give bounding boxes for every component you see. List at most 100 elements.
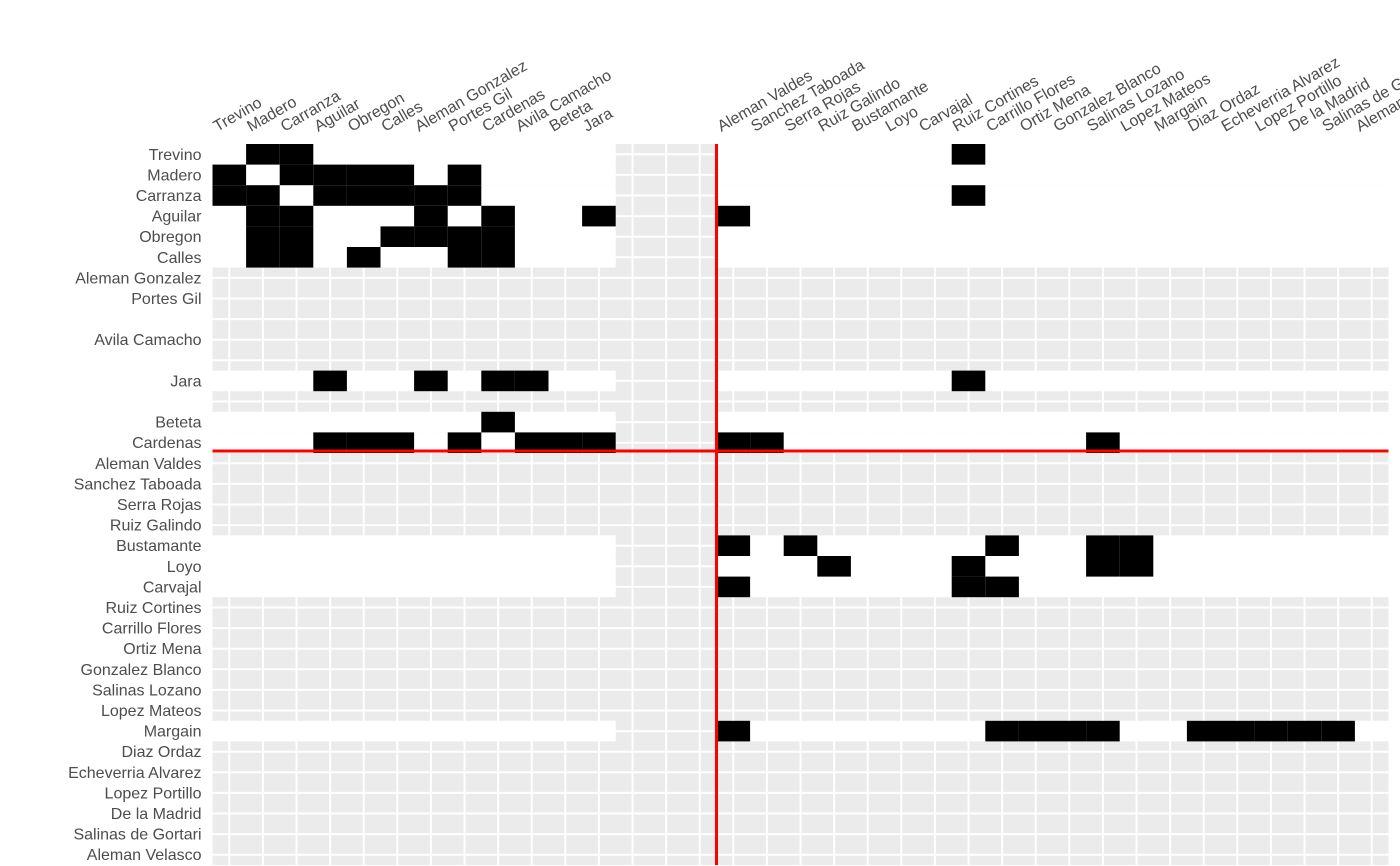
filled-cell [481,411,515,433]
filled-cell [481,370,515,392]
filled-cell [279,164,314,186]
filled-cell [1086,535,1120,556]
filled-cell [716,432,751,453]
filled-cell [447,226,482,247]
filled-cell [951,185,986,206]
filled-cell [750,432,784,453]
row-label: Carvajal [143,579,202,596]
filled-cell [346,247,381,268]
filled-cell [279,247,314,268]
filled-cell [481,205,515,227]
row-label: Trevino [149,147,202,164]
filled-cell [1119,535,1154,556]
filled-cell [380,164,415,186]
filled-cell [313,164,347,186]
filled-cell [246,226,280,247]
filled-cell [716,205,751,227]
row-label: Beteta [155,415,201,432]
filled-cell [246,185,280,206]
filled-cell [1086,720,1120,742]
filled-cell [951,370,986,392]
filled-cell [246,144,280,165]
row-label: Aguilar [152,209,202,226]
row-label: Salinas Lozano [92,682,202,699]
row-labels: TrevinoMaderoCarranzaAguilarObregonCalle… [68,147,202,864]
filled-cell [1254,720,1288,742]
filled-cell [1287,720,1322,742]
filled-cell [279,205,314,227]
filled-cell [313,370,347,392]
filled-cell [414,185,448,206]
row-label: Salinas de Gortari [73,827,201,844]
row-label: Ruiz Galindo [110,518,202,535]
row-label: Obregon [139,229,201,246]
filled-cell [212,164,247,186]
row-label: Avila Camacho [94,332,201,349]
row-label: Margain [144,724,202,741]
filled-cell [380,185,415,206]
filled-cell [313,185,347,206]
filled-cell [313,432,347,453]
column-labels: TrevinoMaderoCarranzaAguilarObregonCalle… [211,54,1400,135]
filled-cell [279,226,314,247]
filled-cell [380,226,415,247]
filled-cell [279,144,314,165]
filled-cell [1220,720,1255,742]
row-label: Bustamante [116,538,201,555]
filled-cell [447,164,482,186]
filled-cell [951,144,986,165]
filled-cell [246,247,280,268]
divider-lines [212,144,1389,865]
filled-cell [414,370,448,392]
filled-cell [985,535,1019,556]
filled-cell [985,720,1019,742]
filled-cell [447,432,482,453]
filled-cell [582,205,616,227]
row-label: Ortiz Mena [123,641,201,658]
row-label: Carranza [136,188,202,205]
row-label: Sanchez Taboada [74,476,202,493]
row-label: Portes Gil [131,291,201,308]
row-label: Gonzalez Blanco [81,662,202,679]
row-label: Jara [170,373,201,390]
filled-cell [783,535,818,556]
filled-cell [716,720,751,742]
filled-cell [447,185,482,206]
row-label: Aleman Valdes [95,456,201,473]
filled-cell [346,432,381,453]
filled-cell [346,164,381,186]
row-label: Cardenas [132,435,201,452]
row-label: De la Madrid [111,806,202,823]
filled-cell [951,556,986,577]
row-label: Echeverria Alvarez [68,765,201,782]
filled-cell [1321,720,1355,742]
filled-cell [514,432,549,453]
filled-cell [212,185,247,206]
row-label: Lopez Mateos [101,703,202,720]
row-label: Carrillo Flores [102,621,202,638]
filled-cell [716,576,751,598]
row-label: Serra Rojas [117,497,201,514]
filled-cell [246,205,280,227]
filled-cell [1186,720,1221,742]
row-label: Ruiz Cortines [105,600,201,617]
filled-cells [212,144,1355,742]
filled-cell [1052,720,1087,742]
filled-cell [716,535,751,556]
filled-cell [1018,720,1053,742]
row-label: Calles [157,250,201,267]
filled-cell [1119,556,1154,577]
row-label: Lopez Portillo [105,785,202,802]
filled-cell [481,247,515,268]
row-label: Aleman Velasco [87,847,202,864]
filled-cell [951,576,986,598]
filled-cell [1086,556,1120,577]
filled-cell [447,247,482,268]
filled-cell [346,185,381,206]
row-label: Loyo [167,559,202,576]
filled-cell [414,205,448,227]
filled-cell [380,432,415,453]
row-label: Diaz Ordaz [121,744,201,761]
filled-cell [548,432,583,453]
